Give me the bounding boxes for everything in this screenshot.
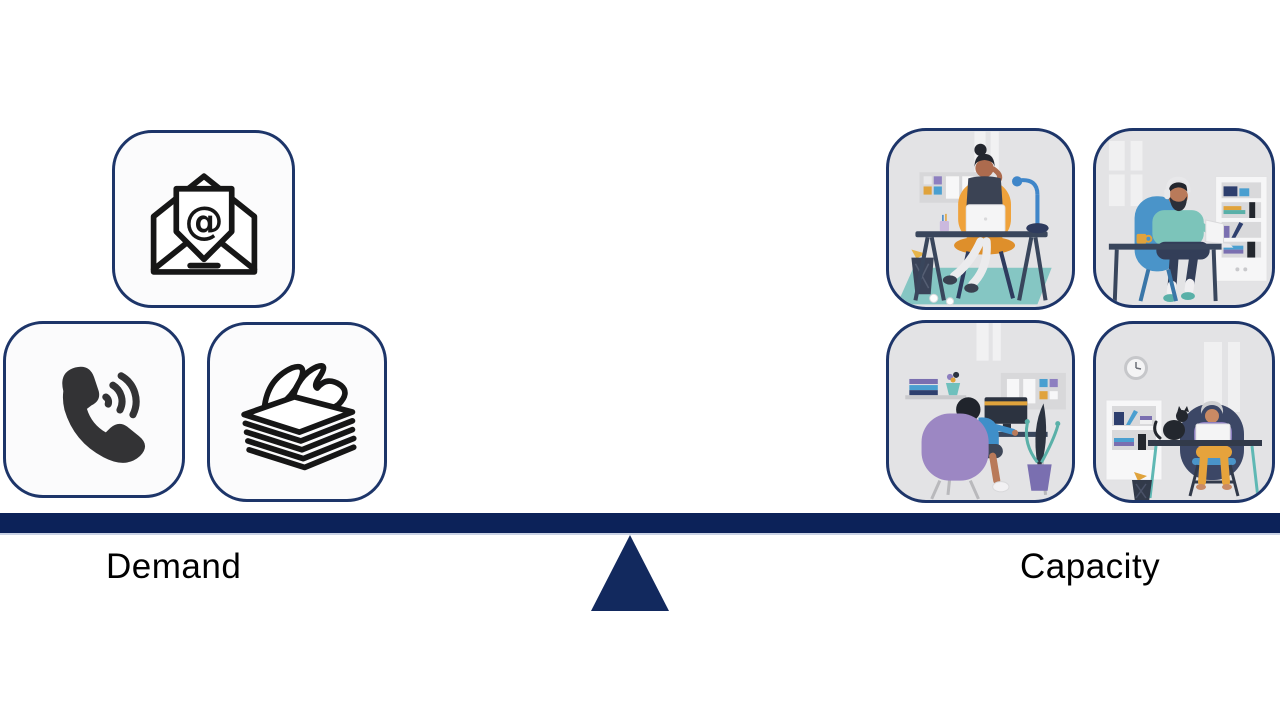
balance-beam bbox=[0, 513, 1280, 535]
crumpled-papers bbox=[929, 293, 955, 306]
man bbox=[1152, 176, 1219, 246]
window-light bbox=[976, 323, 1001, 361]
wall-shelf bbox=[905, 371, 967, 400]
letter bbox=[172, 185, 235, 263]
desk-lamp bbox=[1012, 176, 1049, 234]
woman-legs bbox=[949, 237, 991, 289]
chair-back bbox=[921, 413, 989, 481]
paper-stack-icon bbox=[241, 363, 357, 471]
woman-working-at-desk-illustration bbox=[897, 131, 1052, 306]
person-at-monitor-purple-chair-illustration bbox=[905, 323, 1066, 500]
shoe bbox=[942, 275, 958, 285]
woman bbox=[966, 143, 1003, 209]
demand-card-email: @ bbox=[112, 130, 295, 308]
mug bbox=[1136, 233, 1153, 244]
handset bbox=[62, 366, 146, 463]
person-legs bbox=[1196, 446, 1232, 490]
sound-waves bbox=[102, 371, 140, 418]
open-email-icon: @ bbox=[150, 173, 257, 275]
trash-can bbox=[1132, 472, 1152, 500]
man-with-headphones-at-desk-illustration bbox=[1108, 140, 1268, 303]
chair-legs bbox=[930, 480, 980, 500]
wall-clock bbox=[1124, 356, 1148, 380]
desk bbox=[1148, 440, 1262, 499]
desk bbox=[913, 231, 1048, 301]
laptop bbox=[965, 204, 1006, 234]
shoe bbox=[964, 283, 979, 293]
phone-call-icon bbox=[62, 366, 146, 463]
cat bbox=[1153, 406, 1189, 440]
bookshelf bbox=[1215, 175, 1268, 282]
capacity-card-2 bbox=[1093, 128, 1275, 308]
capacity-card-1 bbox=[886, 128, 1075, 310]
at-glyph: @ bbox=[184, 199, 223, 244]
potted-plant bbox=[1024, 403, 1061, 491]
stack-edges bbox=[242, 417, 357, 471]
demand-label: Demand bbox=[106, 547, 242, 586]
window-light bbox=[1204, 342, 1240, 412]
laptop bbox=[1195, 423, 1231, 443]
pen-cup bbox=[939, 213, 949, 232]
stack-top bbox=[241, 394, 356, 435]
capacity-card-3 bbox=[886, 320, 1075, 503]
person-with-laptop-and-cat-illustration bbox=[1105, 342, 1262, 500]
balance-fulcrum bbox=[591, 535, 669, 611]
demand-card-paperwork bbox=[207, 322, 387, 502]
capacity-card-4 bbox=[1093, 321, 1275, 503]
chair-legs bbox=[1138, 268, 1179, 302]
bookshelf bbox=[1105, 399, 1163, 481]
capacity-label: Capacity bbox=[1020, 547, 1161, 586]
demand-card-phone bbox=[3, 321, 185, 498]
desk bbox=[1108, 243, 1222, 302]
window-light bbox=[1108, 140, 1143, 207]
